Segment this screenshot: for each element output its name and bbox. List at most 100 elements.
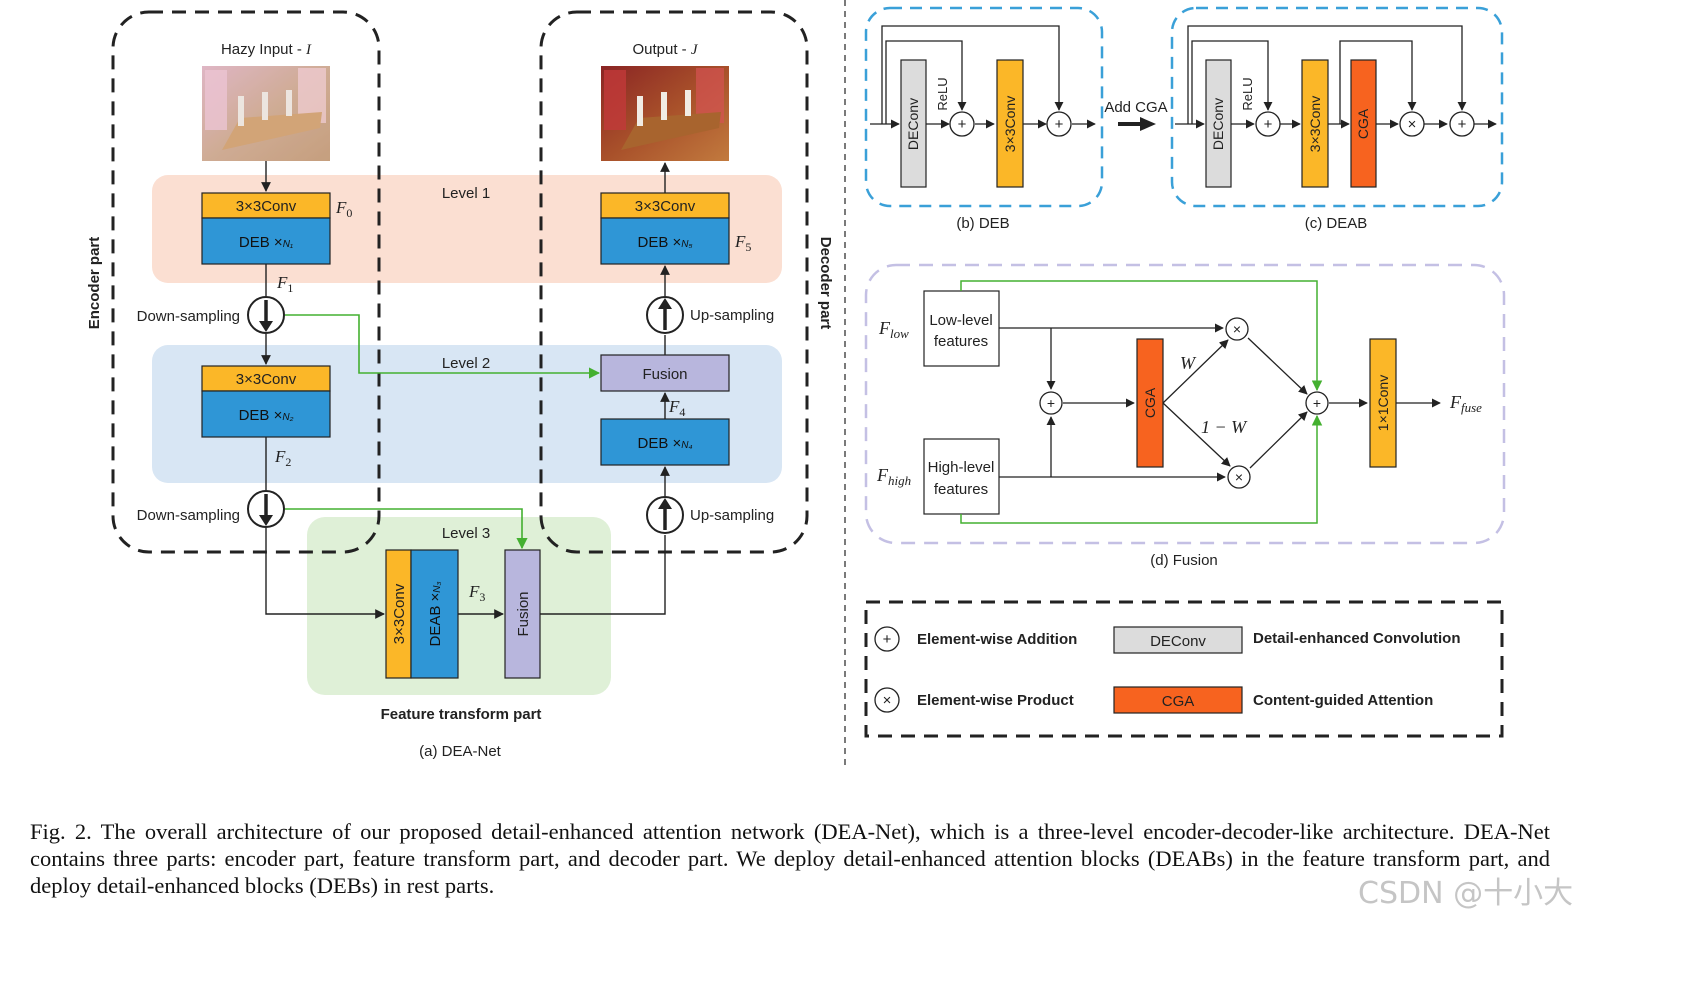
svg-text:+: + — [883, 631, 892, 648]
svg-text:Fusion: Fusion — [642, 366, 687, 383]
legend-product-icon: × — [874, 687, 900, 713]
encoder-level1-block: 3×3Conv DEB ×N₁ — [201, 192, 331, 265]
svg-text:CGA: CGA — [1162, 693, 1195, 710]
svg-text:features: features — [934, 481, 988, 498]
w-label: W — [1180, 353, 1197, 373]
legend-boundary — [864, 600, 1504, 738]
svg-text:DEB ×N₁: DEB ×N₁ — [239, 234, 293, 251]
up-sampling-1-icon — [646, 296, 684, 334]
svg-text:3×3Conv: 3×3Conv — [1002, 96, 1018, 152]
fusion-cga-block: CGA — [1136, 338, 1164, 468]
svg-text:+: + — [1264, 116, 1273, 133]
add-cga-arrow-icon — [1118, 117, 1156, 131]
output-label: Output - J — [632, 41, 698, 58]
deab-conv-block: 3×3Conv — [1301, 59, 1329, 188]
output-image — [601, 66, 729, 161]
svg-text:×: × — [1233, 321, 1241, 337]
fusion-product-bottom-icon: × — [1227, 465, 1251, 489]
legend-deconv-desc: Detail-enhanced Convolution — [1253, 630, 1461, 647]
level3-deab-block: DEAB ×N₃ — [410, 549, 459, 679]
legend-cga-desc: Content-guided Attention — [1253, 692, 1433, 709]
svg-text:Low-level: Low-level — [929, 312, 992, 329]
svg-text:DEB ×N₄: DEB ×N₄ — [637, 435, 692, 452]
decoder-level2-deb: DEB ×N₄ — [600, 418, 730, 466]
decoder-part-label: Decoder part — [817, 237, 834, 330]
svg-text:DEConv: DEConv — [905, 98, 921, 150]
fusion-boundary — [864, 263, 1506, 545]
svg-text:+: + — [1458, 116, 1467, 133]
deab-caption: (c) DEAB — [1305, 215, 1368, 232]
level3-conv-block: 3×3Conv — [385, 549, 412, 679]
f-high-label: Fhigh — [876, 465, 911, 488]
level2-label: Level 2 — [442, 355, 490, 372]
deb-panel: DEConv ReLU + 3×3Conv + (b) DEB — [864, 6, 1104, 232]
svg-text:DEConv: DEConv — [1150, 633, 1206, 650]
up-sampling-2-icon — [646, 496, 684, 534]
up-sampling-1-label: Up-sampling — [690, 307, 774, 324]
fusion-panel: Flow Fhigh Low-level features High-level… — [864, 263, 1506, 569]
deb-caption: (b) DEB — [956, 215, 1009, 232]
svg-text:3×3Conv: 3×3Conv — [1307, 96, 1323, 152]
decoder-level2-fusion: Fusion — [600, 354, 730, 392]
fusion-conv1x1-block: 1×1Conv — [1369, 338, 1397, 468]
legend-addition-label: Element-wise Addition — [917, 631, 1077, 648]
low-level-features-box: Low-level features — [923, 290, 1000, 367]
svg-text:DEB ×N₅: DEB ×N₅ — [637, 234, 692, 251]
dea-net-connections — [261, 161, 670, 619]
svg-text:DEConv: DEConv — [1210, 98, 1226, 150]
f5-label: F5 — [734, 232, 751, 254]
deab-relu-label: ReLU — [1240, 77, 1255, 110]
dea-net-panel: Encoder part Decoder part Hazy Input - I… — [86, 10, 834, 760]
legend-cga-swatch: CGA — [1113, 686, 1243, 714]
deab-deconv-block: DEConv — [1205, 59, 1232, 188]
svg-text:3×3Conv: 3×3Conv — [236, 198, 297, 215]
add-cga-label: Add CGA — [1104, 99, 1167, 116]
high-level-features-box: High-level features — [923, 438, 1000, 515]
svg-text:3×3Conv: 3×3Conv — [391, 583, 408, 644]
fusion-residual-connections — [960, 280, 1323, 524]
level1-label: Level 1 — [442, 185, 490, 202]
svg-text:+: + — [1055, 116, 1064, 133]
down-sampling-1-icon — [247, 296, 285, 334]
svg-text:DEAB ×N₃: DEAB ×N₃ — [427, 581, 444, 646]
deb-conv-block: 3×3Conv — [996, 59, 1024, 188]
dea-net-skip-connections — [285, 314, 601, 550]
svg-text:CGA: CGA — [1355, 108, 1371, 139]
legend-deconv-swatch: DEConv — [1113, 626, 1243, 654]
f3-label: F3 — [468, 582, 485, 604]
feature-transform-part-label: Feature transform part — [381, 706, 542, 723]
svg-text:DEB ×N₂: DEB ×N₂ — [239, 407, 294, 424]
encoder-level2-block: 3×3Conv DEB ×N₂ — [201, 365, 331, 438]
deb-connections — [870, 25, 1096, 129]
legend: + Element-wise Addition × Element-wise P… — [864, 600, 1504, 738]
level3-band — [307, 517, 611, 695]
one-minus-w-label: 1 − W — [1201, 417, 1248, 437]
down-sampling-2-icon — [247, 490, 285, 528]
svg-text:×: × — [1408, 116, 1417, 133]
figure-caption: Fig. 2. The overall architecture of our … — [30, 819, 1550, 898]
level3-label: Level 3 — [442, 525, 490, 542]
svg-text:1×1Conv: 1×1Conv — [1375, 375, 1391, 431]
deab-connections — [1175, 25, 1497, 129]
svg-text:3×3Conv: 3×3Conv — [635, 198, 696, 215]
f-fuse-label: Ffuse — [1449, 392, 1482, 415]
deab-addition-2-icon: + — [1449, 111, 1475, 137]
deab-panel: DEConv ReLU + 3×3Conv CGA × + (c) DEAB — [1170, 6, 1504, 232]
deb-relu-label: ReLU — [935, 77, 950, 110]
svg-text:×: × — [1235, 469, 1243, 485]
f1-label: F1 — [276, 273, 293, 295]
f-low-label: Flow — [878, 318, 909, 341]
legend-addition-icon: + — [874, 626, 900, 652]
svg-text:+: + — [1313, 395, 1321, 411]
svg-text:Fusion: Fusion — [515, 591, 532, 636]
hazy-input-label: Hazy Input - I — [221, 41, 312, 58]
svg-text:+: + — [1047, 395, 1055, 411]
f4-label: F4 — [668, 397, 685, 419]
decoder-level1-block: 3×3Conv DEB ×N₅ — [600, 192, 730, 265]
deb-addition-2-icon: + — [1046, 111, 1072, 137]
encoder-part-label: Encoder part — [86, 237, 103, 330]
svg-text:CGA: CGA — [1142, 387, 1158, 418]
fusion-product-top-icon: × — [1225, 317, 1249, 341]
encoder-boundary — [111, 10, 381, 554]
svg-text:High-level: High-level — [928, 459, 995, 476]
